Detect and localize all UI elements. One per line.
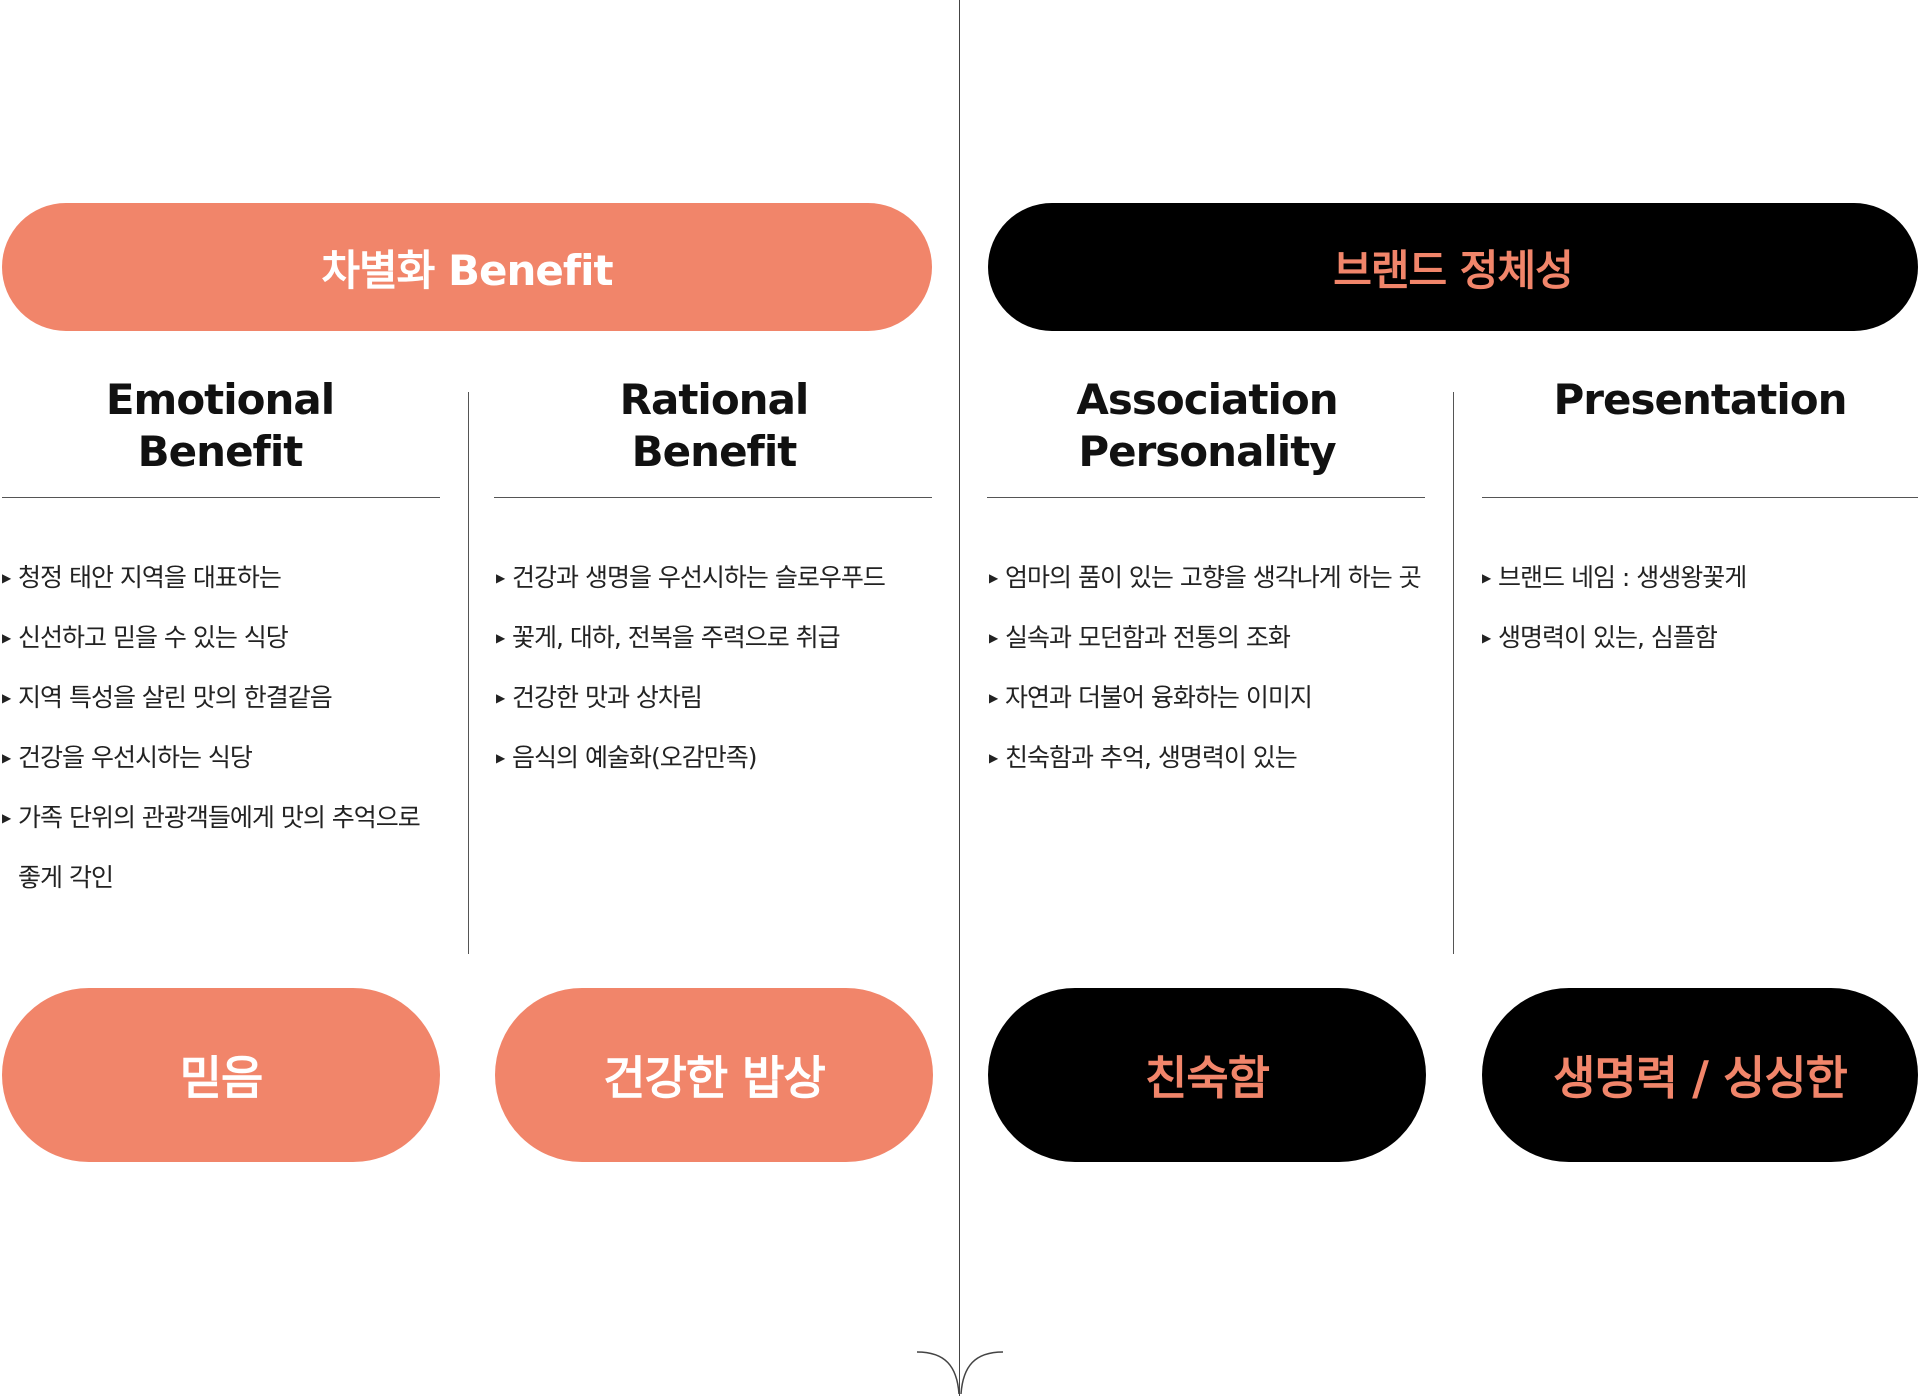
- list-item-text: 브랜드 네임 : 생생왕꽃게: [1498, 563, 1747, 592]
- triangle-bullet-icon: ▶: [989, 691, 998, 705]
- keyword-label: 생명력 / 싱싱한: [1553, 1051, 1848, 1105]
- column-title-line1: Emotional: [105, 375, 335, 424]
- list-item: ▶ 지역 특성을 살린 맛의 한결같음: [0, 668, 440, 728]
- triangle-bullet-icon: ▶: [2, 811, 11, 825]
- column-title-line2: Personality: [1078, 427, 1336, 476]
- column-separator-right: [1453, 392, 1454, 954]
- keyword-label: 건강한 밥상: [603, 1051, 826, 1105]
- association-personality-list: ▶ 엄마의 품이 있는 고향을 생각나게 하는 곳 ▶ 실속과 모던함과 전통의 조…: [987, 548, 1427, 788]
- column-title-association: Association Personality: [987, 374, 1427, 478]
- list-item-text: 지역 특성을 살린 맛의 한결같음: [18, 683, 333, 712]
- rational-benefit-list: ▶ 건강과 생명을 우선시하는 슬로우푸드 ▶ 꽃게, 대하, 전복을 주력으로 취…: [494, 548, 934, 788]
- list-item: ▶ 음식의 예술화(오감만족): [494, 728, 934, 788]
- divider-rule-emotional: [2, 497, 440, 498]
- list-item-text: 좋게 각인: [18, 863, 114, 892]
- triangle-bullet-icon: ▶: [496, 691, 505, 705]
- list-item: ▶ 건강과 생명을 우선시하는 슬로우푸드: [494, 548, 934, 608]
- list-item: ▶ 건강한 맛과 상차림: [494, 668, 934, 728]
- list-item: ▶ 자연과 더불어 융화하는 이미지: [987, 668, 1427, 728]
- triangle-bullet-icon: ▶: [496, 751, 505, 765]
- brand-identity-label: 브랜드 정체성: [1333, 245, 1573, 295]
- list-item: ▶ 브랜드 네임 : 생생왕꽃게: [1480, 548, 1920, 608]
- list-item-text: 신선하고 믿을 수 있는 식당: [18, 623, 289, 652]
- triangle-bullet-icon: ▶: [496, 631, 505, 645]
- list-item-continuation: 좋게 각인: [0, 848, 440, 908]
- keyword-pill-trust: 믿음: [2, 988, 440, 1162]
- presentation-list: ▶ 브랜드 네임 : 생생왕꽃게 ▶ 생명력이 있는, 심플함: [1480, 548, 1920, 668]
- branch-arrow-icon: [916, 1351, 1004, 1395]
- column-title-line2: Benefit: [631, 427, 798, 476]
- list-item-text: 꽃게, 대하, 전복을 주력으로 취급: [512, 623, 841, 652]
- list-item: ▶ 가족 단위의 관광객들에게 맛의 추억으로: [0, 788, 440, 848]
- list-item: ▶ 실속과 모던함과 전통의 조화: [987, 608, 1427, 668]
- center-divider: [959, 0, 960, 1396]
- divider-rule-association: [987, 497, 1425, 498]
- list-item-text: 자연과 더불어 융화하는 이미지: [1005, 683, 1313, 712]
- list-item: ▶ 꽃게, 대하, 전복을 주력으로 취급: [494, 608, 934, 668]
- keyword-pill-vitality: 생명력 / 싱싱한: [1482, 988, 1918, 1162]
- column-title-emotional: Emotional Benefit: [0, 374, 440, 478]
- triangle-bullet-icon: ▶: [496, 571, 505, 585]
- list-item: ▶ 건강을 우선시하는 식당: [0, 728, 440, 788]
- keyword-label: 친숙함: [1145, 1051, 1270, 1105]
- triangle-bullet-icon: ▶: [989, 631, 998, 645]
- list-item: ▶ 친숙함과 추억, 생명력이 있는: [987, 728, 1427, 788]
- column-title-line1: Rational: [619, 375, 810, 424]
- triangle-bullet-icon: ▶: [2, 691, 11, 705]
- list-item-text: 음식의 예술화(오감만족): [512, 743, 757, 772]
- differentiation-benefit-label: 차별화 Benefit: [321, 245, 613, 295]
- list-item-text: 건강한 맛과 상차림: [512, 683, 703, 712]
- column-title-line2: Benefit: [137, 427, 304, 476]
- list-item-text: 실속과 모던함과 전통의 조화: [1005, 623, 1291, 652]
- triangle-bullet-icon: ▶: [1482, 571, 1491, 585]
- triangle-bullet-icon: ▶: [2, 751, 11, 765]
- list-item: ▶ 청정 태안 지역을 대표하는: [0, 548, 440, 608]
- column-separator-left: [468, 392, 469, 954]
- column-title-presentation: Presentation: [1480, 374, 1920, 426]
- keyword-pill-healthy-meal: 건강한 밥상: [495, 988, 933, 1162]
- list-item-text: 건강과 생명을 우선시하는 슬로우푸드: [512, 563, 886, 592]
- triangle-bullet-icon: ▶: [2, 571, 11, 585]
- list-item-text: 건강을 우선시하는 식당: [18, 743, 253, 772]
- keyword-label: 믿음: [179, 1051, 264, 1105]
- list-item-text: 엄마의 품이 있는 고향을 생각나게 하는 곳: [1005, 563, 1422, 592]
- keyword-pill-familiarity: 친숙함: [988, 988, 1426, 1162]
- column-title-line1: Presentation: [1553, 375, 1847, 424]
- triangle-bullet-icon: ▶: [1482, 631, 1491, 645]
- list-item: ▶ 신선하고 믿을 수 있는 식당: [0, 608, 440, 668]
- triangle-bullet-icon: ▶: [989, 751, 998, 765]
- list-item-text: 친숙함과 추억, 생명력이 있는: [1005, 743, 1298, 772]
- column-title-line1: Association: [1076, 375, 1338, 424]
- list-item: ▶ 엄마의 품이 있는 고향을 생각나게 하는 곳: [987, 548, 1427, 608]
- differentiation-benefit-header: 차별화 Benefit: [2, 203, 932, 331]
- list-item-text: 가족 단위의 관광객들에게 맛의 추억으로: [18, 803, 421, 832]
- divider-rule-rational: [494, 497, 932, 498]
- triangle-bullet-icon: ▶: [989, 571, 998, 585]
- emotional-benefit-list: ▶ 청정 태안 지역을 대표하는 ▶ 신선하고 믿을 수 있는 식당 ▶ 지역 특성을…: [0, 548, 440, 908]
- brand-identity-header: 브랜드 정체성: [988, 203, 1918, 331]
- divider-rule-presentation: [1482, 497, 1918, 498]
- list-item-text: 청정 태안 지역을 대표하는: [18, 563, 282, 592]
- list-item-text: 생명력이 있는, 심플함: [1498, 623, 1718, 652]
- triangle-bullet-icon: ▶: [2, 631, 11, 645]
- column-title-rational: Rational Benefit: [494, 374, 934, 478]
- list-item: ▶ 생명력이 있는, 심플함: [1480, 608, 1920, 668]
